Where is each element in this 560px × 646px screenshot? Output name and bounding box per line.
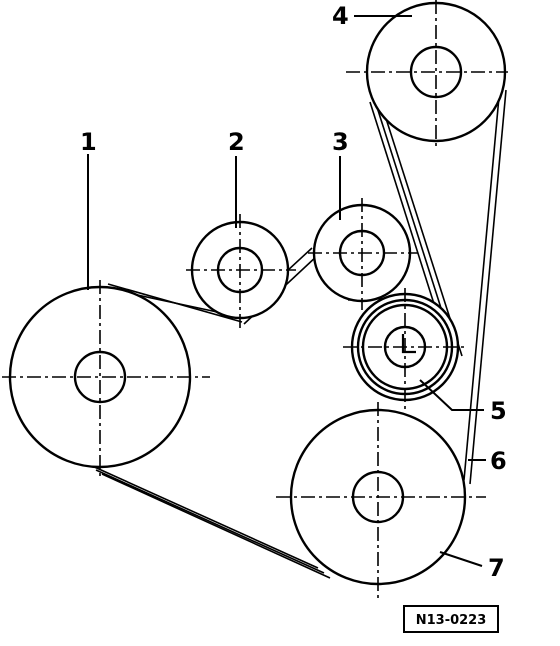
pulley-1 xyxy=(2,280,210,478)
pulley-5-tensioner xyxy=(343,288,467,410)
pulley-2 xyxy=(186,214,296,330)
label-pulley-4: 4 xyxy=(332,2,349,30)
pulley-7 xyxy=(276,402,486,600)
label-pulley-2: 2 xyxy=(228,128,245,156)
pulley-3 xyxy=(308,198,418,310)
lock-mark xyxy=(401,334,416,354)
leader-lines xyxy=(87,15,486,567)
label-pulley-3: 3 xyxy=(332,128,349,156)
label-pulley-7: 7 xyxy=(488,554,505,582)
label-tensioner-5: 5 xyxy=(490,397,507,425)
reference-box: N13-0223 xyxy=(403,605,499,633)
label-belt-6: 6 xyxy=(490,447,507,475)
reference-code: N13-0223 xyxy=(416,613,487,628)
label-pulley-1: 1 xyxy=(80,128,97,156)
pulley-4 xyxy=(346,0,508,148)
